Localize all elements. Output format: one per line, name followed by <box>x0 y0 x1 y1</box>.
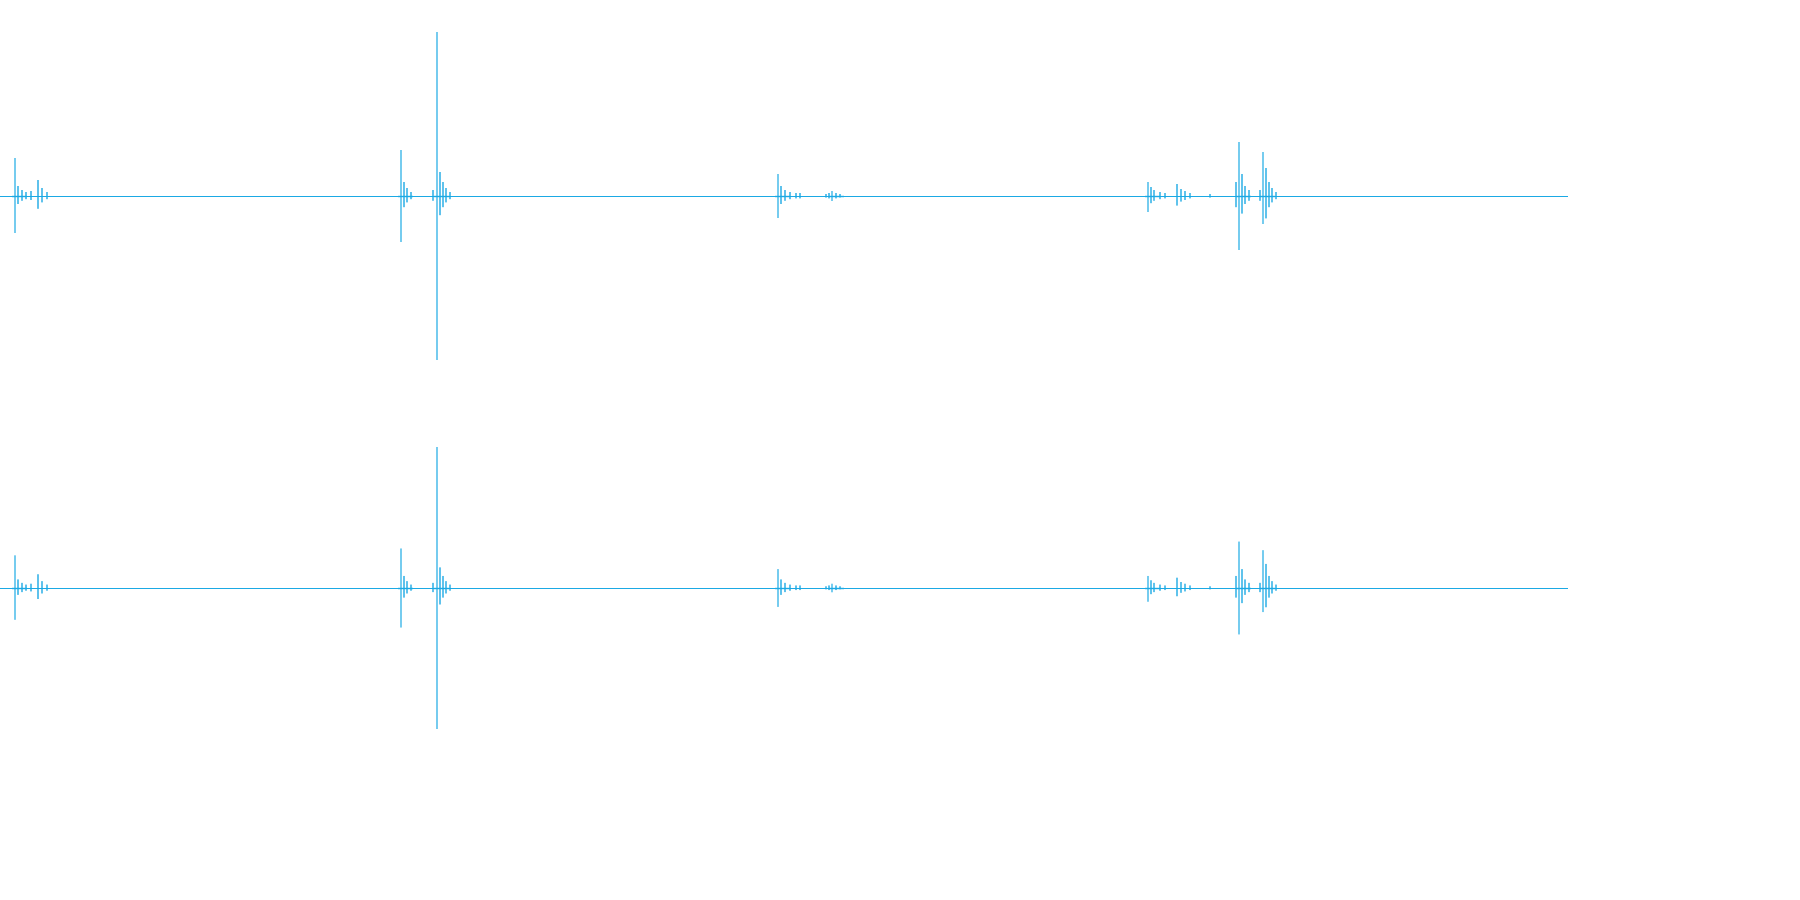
waveform-channel-2 <box>0 446 1568 730</box>
waveform-channel-1 <box>0 32 1568 360</box>
